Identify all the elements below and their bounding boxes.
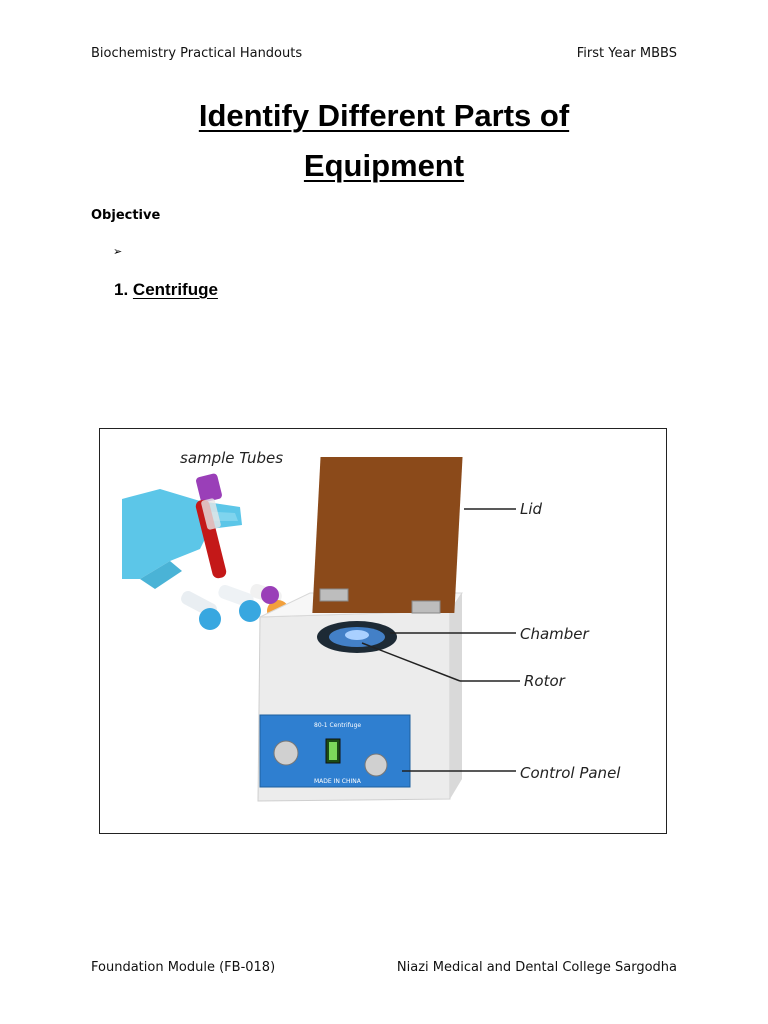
section-name: Centrifuge xyxy=(132,280,218,299)
objective-heading: Objective xyxy=(91,208,161,223)
header-left: Biochemistry Practical Handouts xyxy=(91,46,303,61)
label-sample-tubes: sample Tubes xyxy=(180,449,283,467)
centrifuge-illustration: 80-1 Centrifuge MADE IN CHINA sample Tub… xyxy=(122,449,621,802)
page-title-line-2: Equipment xyxy=(303,148,465,183)
rotor-leader-line-1 xyxy=(361,642,461,682)
panel-made-in-text: MADE IN CHINA xyxy=(314,778,362,785)
centrifuge-figure: 80-1 Centrifuge MADE IN CHINA sample Tub… xyxy=(99,428,667,834)
control-panel: 80-1 Centrifuge MADE IN CHINA xyxy=(259,714,411,788)
panel-model-text: 80-1 Centrifuge xyxy=(314,722,361,729)
sample-tubes-lying xyxy=(181,583,289,630)
hinge-right xyxy=(411,600,441,614)
sample-tube-held xyxy=(195,473,227,579)
label-control-panel: Control Panel xyxy=(520,764,621,782)
rotor-hub xyxy=(345,630,369,640)
label-chamber: Chamber xyxy=(520,625,590,643)
label-rotor: Rotor xyxy=(524,672,566,690)
footer-left: Foundation Module (FB-018) xyxy=(91,960,276,975)
centrifuge-lid xyxy=(312,457,463,613)
footer-right: Niazi Medical and Dental College Sargodh… xyxy=(396,960,677,975)
bullet-arrow-icon: ➢ xyxy=(113,245,123,258)
section-heading: 1. Centrifuge xyxy=(114,280,218,300)
label-lid: Lid xyxy=(520,500,543,518)
page-title-line-1: Identify Different Parts of xyxy=(198,98,570,133)
section-number: 1. xyxy=(114,280,129,299)
hinge-left xyxy=(319,588,349,602)
header-right: First Year MBBS xyxy=(576,46,677,61)
